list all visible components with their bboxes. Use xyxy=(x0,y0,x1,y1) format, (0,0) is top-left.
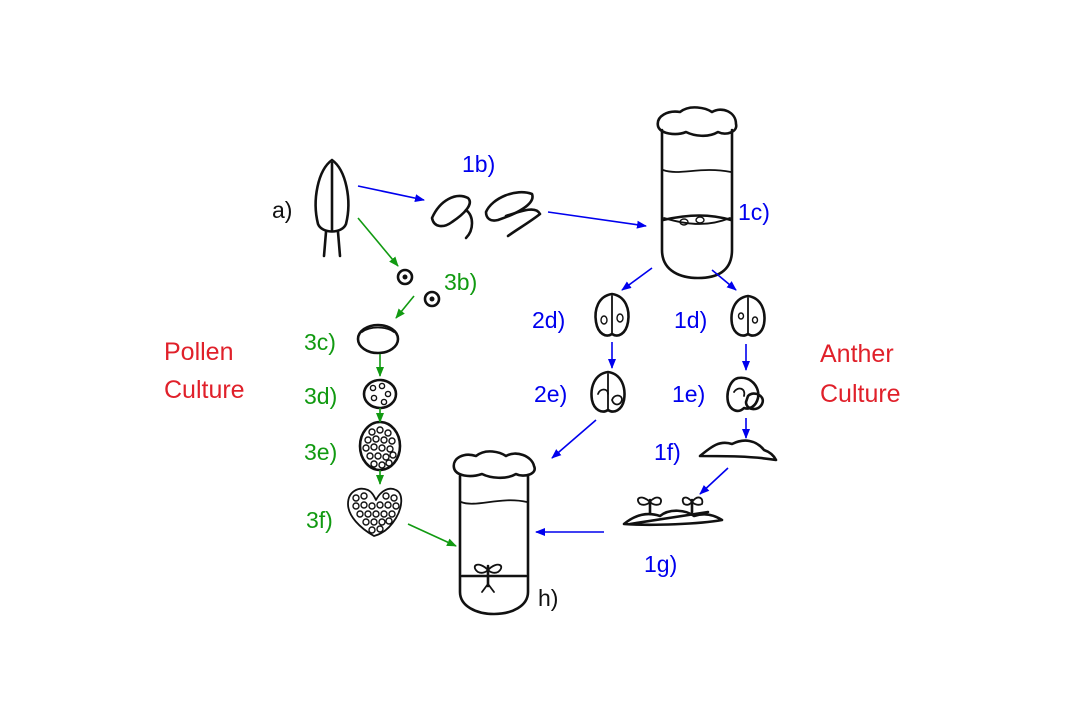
label-a: a) xyxy=(272,197,292,223)
enlarged-pollen-drawing xyxy=(356,323,400,355)
pollen-grains-drawing xyxy=(396,268,441,308)
anther-culture-line1: Anther xyxy=(820,340,894,368)
label-1c: 1c) xyxy=(738,199,770,225)
label-h: h) xyxy=(538,585,558,611)
anther-1e-drawing xyxy=(726,376,765,413)
multicellular-mass-drawing xyxy=(358,420,402,472)
plantlets-drawing xyxy=(622,496,724,527)
label-1b: 1b) xyxy=(462,151,495,177)
blue-arrows xyxy=(357,185,750,536)
arrow-2e-to-h xyxy=(551,419,597,459)
arrow-1c-to-2d xyxy=(621,267,653,291)
category-labels: Pollen Culture Anther Culture xyxy=(164,338,901,408)
anther-culture-line2: Culture xyxy=(820,380,901,408)
excised-anthers-drawing xyxy=(430,191,542,240)
label-3f: 3f) xyxy=(306,507,333,533)
culture-tube-1c xyxy=(656,106,738,280)
label-1e: 1e) xyxy=(672,381,705,407)
anther-1d-drawing xyxy=(730,294,766,337)
label-3e: 3e) xyxy=(304,439,337,465)
anther-2d-drawing xyxy=(594,292,630,337)
label-3d: 3d) xyxy=(304,383,337,409)
label-1f: 1f) xyxy=(654,439,681,465)
arrow-3f-to-h xyxy=(407,523,457,547)
green-arrows xyxy=(357,217,457,547)
arrow-1c-to-1d xyxy=(711,269,737,291)
callus-drawing xyxy=(698,439,778,462)
arrow-a-to-1b xyxy=(357,185,425,203)
label-2d: 2d) xyxy=(532,307,565,333)
culture-tube-h xyxy=(452,450,536,616)
pollen-culture-line2: Culture xyxy=(164,376,245,404)
arrow-3b-to-3c xyxy=(395,295,415,319)
arrow-1f-to-1g xyxy=(699,467,729,495)
pollen-culture-line1: Pollen xyxy=(164,338,234,366)
label-1g: 1g) xyxy=(644,551,677,577)
label-1d: 1d) xyxy=(674,307,707,333)
anther-2e-drawing xyxy=(590,370,626,413)
arrow-1b-to-1c xyxy=(547,211,647,229)
embryo-mass-drawing xyxy=(347,487,403,537)
label-3b: 3b) xyxy=(444,269,477,295)
label-2e: 2e) xyxy=(534,381,567,407)
stamen-drawing xyxy=(314,158,350,258)
step-labels: a) 1b) 1c) 3b) 3c) 3d) 3e) 3f) 2d) 1d) 2… xyxy=(272,151,770,611)
dividing-pollen-drawing xyxy=(362,378,398,410)
arrow-a-to-3b xyxy=(357,217,399,267)
label-3c: 3c) xyxy=(304,329,336,355)
